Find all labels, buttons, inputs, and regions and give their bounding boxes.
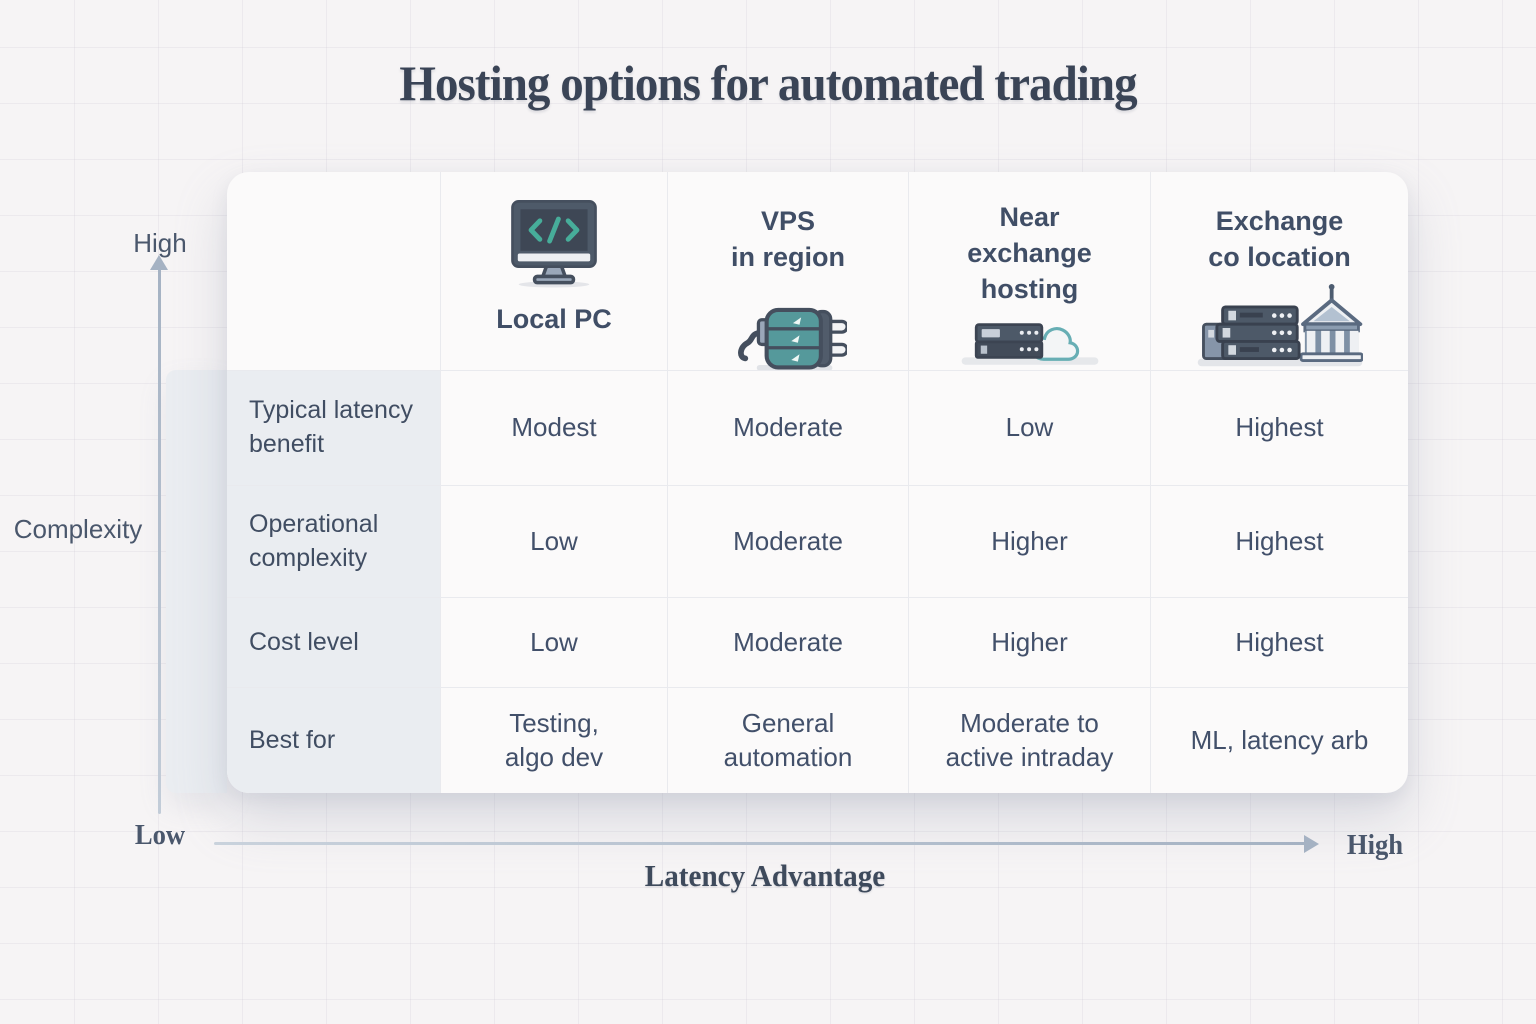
- cell-value: Higher: [991, 525, 1068, 556]
- table-cell: Low: [440, 597, 667, 687]
- server-cloud-icon: [960, 310, 1100, 372]
- cell-value: Highest: [1235, 412, 1324, 443]
- row-label: Cost level: [249, 627, 359, 656]
- power-plug-icon: [729, 282, 847, 374]
- table-cell: Higher: [908, 597, 1150, 687]
- column-header-local-pc: Local PC: [440, 172, 667, 370]
- table-cell: Testing, algo dev: [440, 687, 667, 793]
- y-axis-title: Complexity: [13, 514, 143, 544]
- table-cell: Low: [440, 485, 667, 597]
- column-header-label: VPS in region: [731, 206, 845, 272]
- row-label: Best for: [249, 725, 336, 754]
- table-cell: Highest: [1150, 485, 1408, 597]
- table-cell: Moderate: [667, 370, 908, 485]
- y-axis-line: [158, 268, 161, 814]
- cell-value: ML, latency arb: [1190, 724, 1369, 755]
- cell-value: Moderate to active intraday: [945, 707, 1114, 772]
- comparison-table: Local PC VPS in region Near exchange hos…: [227, 172, 1408, 793]
- table-cell: Moderate: [667, 485, 908, 597]
- row-label-typical-latency-benefit: Typical latency benefit: [227, 370, 440, 485]
- x-axis-title: Latency Advantage: [644, 858, 886, 893]
- row-label: Operational complexity: [249, 509, 379, 572]
- cell-value: Moderate: [733, 525, 843, 556]
- row-label-operational-complexity: Operational complexity: [227, 485, 440, 597]
- label-column-band: [166, 370, 227, 793]
- cell-value: Low: [530, 525, 578, 556]
- table-cell: Moderate: [667, 597, 908, 687]
- cell-value: General automation: [723, 707, 853, 772]
- page-title: Hosting options for automated trading: [399, 55, 1137, 111]
- column-header-vps: VPS in region: [667, 172, 908, 371]
- table-cell: Highest: [1150, 370, 1408, 485]
- x-axis-line: [214, 842, 1306, 845]
- table-cell: Modest: [440, 370, 667, 485]
- y-axis-low-label: Low: [134, 820, 186, 851]
- server-building-icon: [1197, 283, 1363, 372]
- cell-value: Low: [1005, 412, 1054, 443]
- column-header-label: Near exchange hosting: [967, 202, 1092, 304]
- column-header-colocation: Exchange co location: [1150, 172, 1408, 370]
- row-label-best-for: Best for: [227, 687, 440, 793]
- cell-value: Testing, algo dev: [504, 707, 604, 772]
- cell-value: Higher: [991, 626, 1068, 657]
- table-corner-cell: [227, 172, 440, 370]
- table-cell: Moderate to active intraday: [908, 687, 1150, 793]
- x-axis-high-label: High: [1346, 830, 1404, 861]
- table-cell: Low: [908, 370, 1150, 485]
- column-header-label: Local PC: [496, 304, 612, 334]
- cell-value: Highest: [1235, 525, 1324, 556]
- row-label: Typical latency benefit: [249, 396, 413, 458]
- x-axis-arrowhead: [1304, 835, 1319, 853]
- cell-value: Low: [530, 626, 578, 657]
- table-cell: ML, latency arb: [1150, 687, 1408, 793]
- table-cell: Higher: [908, 485, 1150, 597]
- column-header-near-exchange: Near exchange hosting: [908, 172, 1150, 370]
- y-axis-arrowhead: [150, 255, 168, 270]
- table-cell: Highest: [1150, 597, 1408, 687]
- cell-value: Modest: [511, 412, 597, 443]
- y-axis-high-label: High: [133, 228, 187, 258]
- table-cell: General automation: [667, 687, 908, 793]
- monitor-code-icon: [501, 196, 607, 288]
- cell-value: Moderate: [733, 626, 843, 657]
- cell-value: Highest: [1235, 626, 1324, 657]
- column-header-label: Exchange co location: [1208, 206, 1351, 272]
- cell-value: Moderate: [733, 412, 843, 443]
- row-label-cost-level: Cost level: [227, 597, 440, 687]
